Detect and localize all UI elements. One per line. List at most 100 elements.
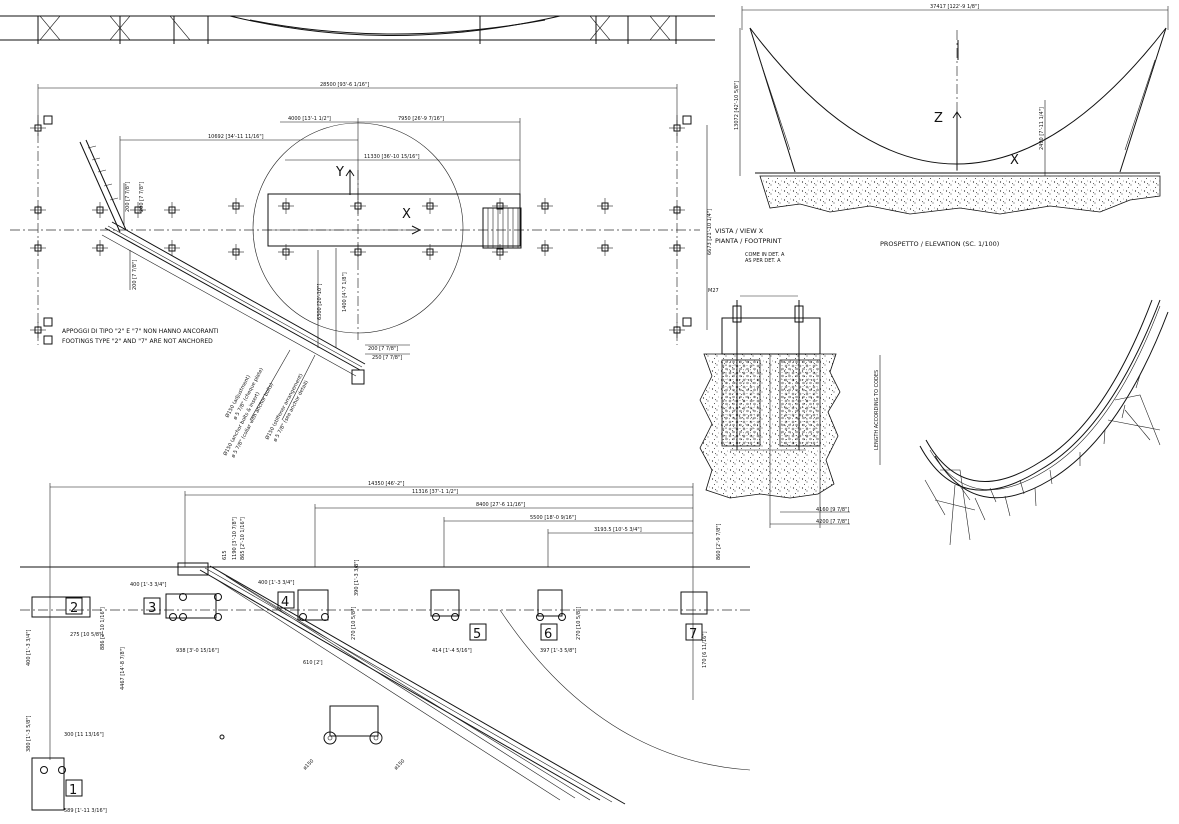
anchor-depth-label: LENGTH ACCORDING TO CODES (874, 370, 880, 450)
footing-6: 6 (537, 589, 563, 642)
axis-x-label: X (402, 207, 411, 222)
det-d150a: ø150 (302, 758, 315, 771)
dim-overall-footprint: 28500 [93'-6 1/16"] (320, 82, 369, 88)
tag-1-box (43, 335, 53, 345)
footing-marker-box (282, 248, 290, 256)
footing-marker-box (96, 244, 104, 252)
det-5500: 5500 [18'-0 9/16"] (530, 515, 576, 521)
dim-h250: 250 [7 7/8"] (372, 355, 402, 361)
det-v400b: 400 [1'-3 3/4"] (130, 582, 167, 588)
footprint-dims: 28500 [93'-6 1/16"] 4000 [13'-1 1/2"] 79… (37, 82, 713, 361)
footing-marker-box (96, 206, 104, 214)
elev-axis-z: Z (934, 111, 943, 126)
label-elevation: PROSPETTO / ELEVATION (SC. 1/100) (880, 240, 999, 248)
det-v270a: 270 [10 5/8"] (351, 607, 357, 640)
det-v380: 380 [1'-3 5/8"] (26, 715, 32, 752)
footing-marker-box (34, 244, 42, 252)
footing-markers (30, 115, 692, 338)
footing-7-label: 7 (689, 627, 697, 642)
footing-marker-box (673, 124, 681, 132)
elev-height2-dim: 2490 [7'-11 1/4"] (1039, 107, 1045, 150)
dim-4000: 4000 [13'-1 1/2"] (288, 116, 331, 122)
det-v400c: 400 [1'-3 3/4"] (258, 580, 295, 586)
det-v886: 886 [2'-10 1/16"] (100, 607, 106, 650)
det-d150b: ø150 (393, 758, 406, 771)
footing-marker-box (232, 202, 240, 210)
label-footprint: PIANTA / FOOTPRINT (715, 237, 782, 245)
det-v1190: 1190 [3'-10 7/8"] (232, 517, 238, 560)
anchor-bolts (40, 593, 566, 774)
det-v860: 860 [2'-9 7/8"] (716, 523, 722, 560)
footing-4: 4 (277, 589, 329, 621)
anchor-note-2: AS PER DET. A (745, 258, 781, 264)
anchor-w1: 4160 [9 7/8"] (816, 507, 849, 513)
det-v400a: 400 [1'-3 3/4"] (26, 629, 32, 666)
det-v170: 170 [6 11/16"] (702, 631, 708, 668)
footing-marker-box (282, 202, 290, 210)
footing-marker-box (673, 326, 681, 334)
footing-6-label: 6 (544, 627, 552, 642)
footing-3-label: 3 (148, 601, 156, 616)
det-3193: 3193.5 [10'-5 3/4"] (594, 527, 642, 533)
footing-marker-box (601, 244, 609, 252)
elev-axis-x: X (1010, 153, 1019, 168)
det-8400: 8400 [27'-6 11/16"] (476, 502, 525, 508)
footing-marker-box (496, 248, 504, 256)
note-footings-en: FOOTINGS TYPE "2" AND "7" ARE NOT ANCHOR… (62, 338, 213, 345)
det-h938: 938 [3'-0 15/16"] (176, 648, 219, 654)
footing-marker-box (673, 206, 681, 214)
footing-marker-box (496, 202, 504, 210)
footing-2-label: 2 (70, 601, 78, 616)
det-h300: 300 [11 13/16"] (64, 732, 104, 738)
footprint-plan: 28500 [93'-6 1/16"] 4000 [13'-1 1/2"] 79… (10, 82, 713, 459)
inclined-boom (79, 139, 366, 385)
det-11316: 11316 [37'-1 1/2"] (412, 489, 458, 495)
footing-4-label: 4 (281, 595, 289, 610)
footing-marker-box (232, 248, 240, 256)
footing-marker-box (354, 248, 362, 256)
footing-detail: 14350 [46'-2"] 11316 [37'-1 1/2"] 8400 [… (20, 481, 751, 814)
elev-overall-dim: 37417 [122'-9 1/8"] (930, 4, 979, 10)
det-h275: 275 [10 5/8"] (70, 632, 103, 638)
footing-2: 2 (31, 596, 91, 618)
footing-tag-box (682, 115, 692, 125)
rotation-circle (252, 122, 464, 334)
footing-tag-box (43, 317, 53, 327)
footing-3: 3 (143, 562, 217, 619)
det-v390: 390 [1'-3 3/8"] (354, 559, 360, 596)
footing-marker-box (34, 124, 42, 132)
iso-structure (919, 299, 1169, 546)
note-footings-it: APPOGGI DI TIPO "2" E "7" NON HANNO ANCO… (62, 328, 219, 335)
anchor-bolt-size: M27 (708, 288, 719, 294)
elev-height-dim: 13072 [42'-10 5/8"] (734, 81, 740, 130)
footing-1-label: 1 (69, 783, 77, 798)
footing-5-label: 5 (473, 627, 481, 642)
footing-7: 7 (680, 591, 708, 642)
det-overall: 14350 [46'-2"] (368, 481, 404, 487)
det-h589: 589 [1'-11 3/16"] (64, 808, 107, 814)
footing-marker-box (134, 206, 142, 214)
stair (482, 207, 522, 249)
top-truss-strip (0, 15, 715, 44)
det-h397: 397 [1'-3 5/8"] (540, 648, 577, 654)
dim-10692: 10692 [34'-11 11/16"] (208, 134, 264, 140)
footing-marker-box (541, 202, 549, 210)
elevation-view: 37417 [122'-9 1/8"] 13072 [42'-10 5/8"] … (734, 4, 1169, 215)
dim-v200c: 200 [7 7/8"] (132, 260, 138, 290)
det-v615: 615 (222, 550, 228, 560)
dim-7950: 7950 [26'-9 7/16"] (398, 116, 444, 122)
footing-marker-box (541, 244, 549, 252)
dim-11330: 11330 [36'-10 15/16"] (364, 154, 420, 160)
footing-marker-box (426, 202, 434, 210)
anchor-w2: 4200 [7 7/8"] (816, 519, 849, 525)
anchor-detail: COME IN DET. A AS PER DET. A M27 LENGTH … (699, 252, 881, 528)
det-v865: 865 [2'-10 1/16"] (240, 517, 246, 560)
det-v270b: 270 [10 5/8"] (576, 607, 582, 640)
footing-marker-box (426, 248, 434, 256)
dim-v1400: 1400 [4'-7 1/8"] (342, 272, 348, 312)
footing-marker-box (34, 206, 42, 214)
elev-ground (759, 175, 1161, 215)
footing-marker-box (168, 244, 176, 252)
